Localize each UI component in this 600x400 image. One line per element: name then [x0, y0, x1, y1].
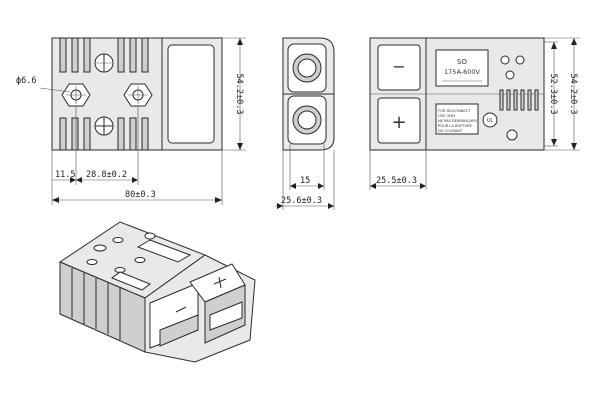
side-view-ribs [499, 89, 539, 111]
side-view: − + SO 175A-600V FOR DISCONNECT USE ONLY… [369, 37, 580, 190]
width-total-dimension: 25.6±0.3 [275, 150, 335, 210]
iso-minus-pin [159, 314, 199, 347]
iso-hole-5 [134, 257, 146, 263]
side-hole-4 [506, 129, 518, 141]
iso-side-ribs [71, 268, 121, 340]
top-view: ф6.6 54.2±0.3 11.5 28.8±0.2 [16, 37, 246, 205]
rating-label-plate [435, 49, 489, 87]
iso-ul-mark [144, 232, 156, 240]
top-view-hex-hole-left [61, 83, 91, 107]
side-hole-2 [515, 55, 525, 65]
side-hole-1 [500, 55, 510, 65]
iso-hole-2 [112, 237, 124, 243]
contact-width-dimension: 15 [289, 144, 325, 190]
isometric-view [58, 221, 256, 363]
warning-line-1: FOR DISCONNECT [438, 109, 471, 113]
plus-symbol: + [391, 112, 406, 133]
offset-b-label: 28.8±0.2 [86, 170, 127, 180]
iso-hole-1 [93, 244, 107, 252]
contact-width-label: 15 [300, 176, 310, 186]
height-left-dimension: 54.2±0.3 [222, 37, 246, 151]
ul-mark [482, 112, 498, 128]
warning-plate [435, 103, 479, 135]
top-view-screw-upper [94, 53, 114, 73]
height-right-label: 54.2±0.3 [568, 74, 578, 115]
warning-line-4: POUR LA RUPTURE [438, 124, 473, 128]
iso-rating-plate [110, 271, 152, 291]
length-total-label: 80±0.3 [125, 190, 156, 200]
hole-leader-line [39, 87, 71, 93]
top-view-screw-lower [94, 116, 114, 136]
top-view-ribs-bottom [59, 117, 149, 151]
model-text: SO [457, 58, 467, 66]
offset-dimensions: 11.5 28.8±0.2 [51, 106, 223, 205]
height-inner-label: 52.3±0.3 [548, 74, 558, 115]
warning-line-5: DU COURANT [438, 129, 463, 133]
warning-line-2: USE ONLY [438, 114, 456, 118]
side-hole-3 [505, 70, 515, 80]
iso-minus-mark [175, 306, 187, 313]
iso-plus-pin [209, 301, 243, 331]
end-view: 15 25.6±0.3 [275, 37, 335, 210]
iso-label-plate [136, 239, 192, 263]
height-left-label: 54.2±0.3 [234, 74, 244, 115]
offset-a-label: 11.5 [55, 170, 75, 180]
height-inner-dimension: 52.3±0.3 [544, 41, 558, 147]
minus-symbol: − [392, 57, 405, 76]
hole-diameter-label: ф6.6 [16, 76, 36, 86]
side-view-plus-slot [377, 97, 421, 144]
ul-mark-text: UL [487, 118, 494, 124]
top-view-ribs-top [59, 37, 149, 73]
side-view-minus-slot [377, 44, 421, 91]
body-length-label: 25.5±0.3 [376, 176, 417, 186]
top-view-contact-window [167, 44, 215, 144]
iso-plus-mark [213, 276, 227, 289]
height-right-dimension: 54.2±0.3 [544, 37, 580, 151]
warning-line-3: NE PAS DEBRANCHER [438, 119, 477, 123]
top-view-hex-hole-right [123, 83, 153, 107]
length-total-dimension: 80±0.3 [52, 190, 222, 203]
iso-hole-3 [86, 259, 98, 265]
width-total-label: 25.6±0.3 [281, 196, 322, 206]
rating-text: 175A-600V [444, 68, 480, 76]
body-length-dimension: 25.5±0.3 [369, 150, 427, 190]
